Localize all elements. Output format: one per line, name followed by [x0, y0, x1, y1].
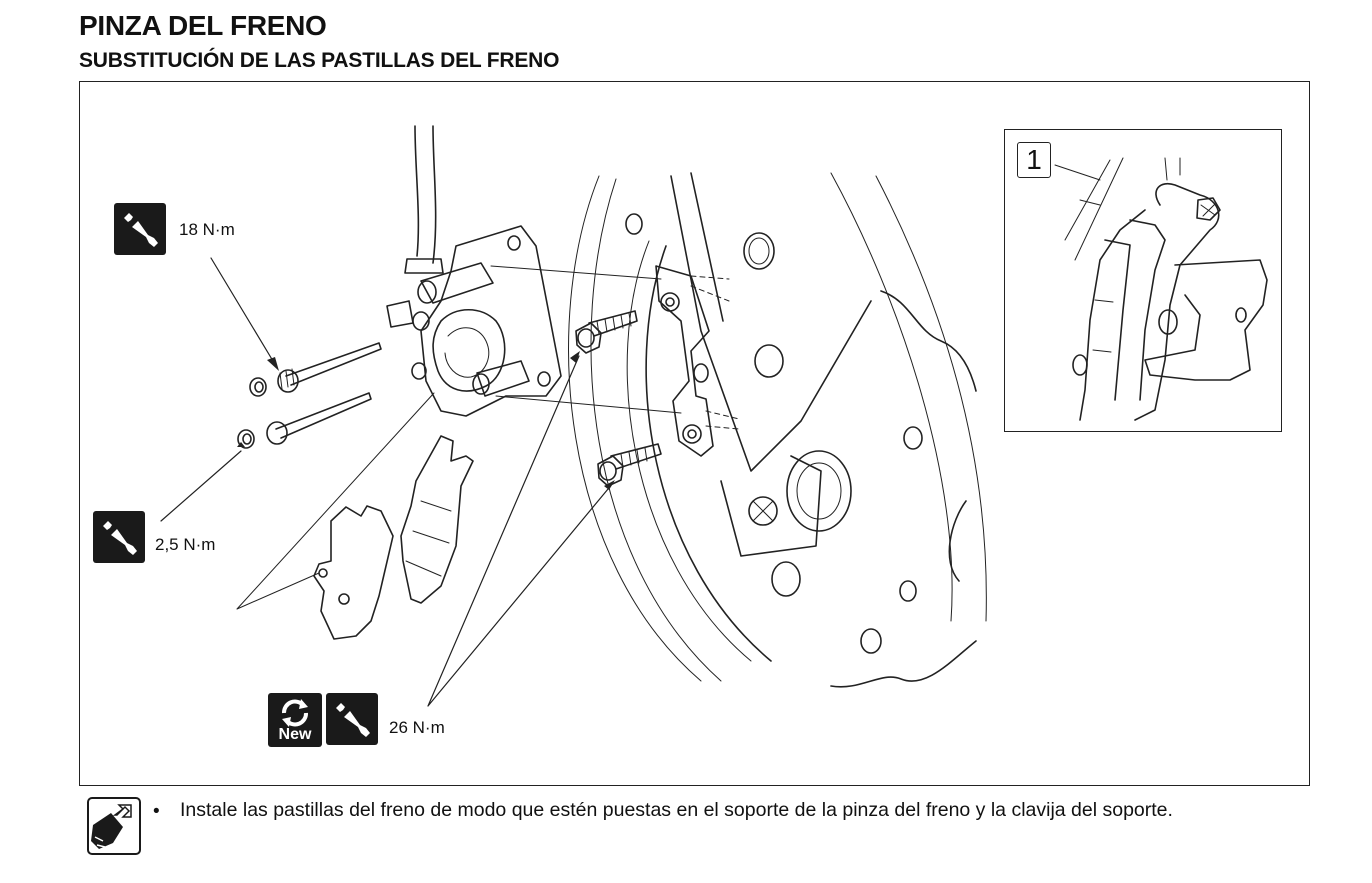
detail-inset: 1: [1004, 129, 1282, 432]
wrench-icon: [326, 693, 378, 745]
install-icon: [87, 797, 141, 855]
note-text: Instale las pastillas del freno de modo …: [180, 799, 1173, 821]
torque-label-pin: 18 N·m: [179, 220, 235, 239]
note-bullet: •: [153, 801, 160, 822]
installation-note: • Instale las pastillas del freno de mod…: [87, 797, 1347, 867]
detail-number: 1: [1017, 142, 1051, 178]
wrench-icon: [93, 511, 145, 563]
exploded-diagram: 18 N·m 2,5 N·m New 26 N·m 1: [79, 81, 1310, 786]
page-subtitle: SUBSTITUCIÓN DE LAS PASTILLAS DEL FRENO: [79, 49, 560, 72]
diagram-drawing: [160, 125, 987, 707]
new-badge-label: New: [278, 726, 312, 743]
torque-label-bolt: 26 N·m: [389, 718, 445, 737]
renew-icon: New: [268, 693, 322, 747]
torque-label-plug: 2,5 N·m: [155, 535, 216, 554]
wrench-icon: [114, 203, 166, 255]
detail-drawing: [1054, 157, 1268, 421]
page-title: PINZA DEL FRENO: [79, 10, 327, 41]
renew-arrows-icon: [282, 699, 308, 727]
